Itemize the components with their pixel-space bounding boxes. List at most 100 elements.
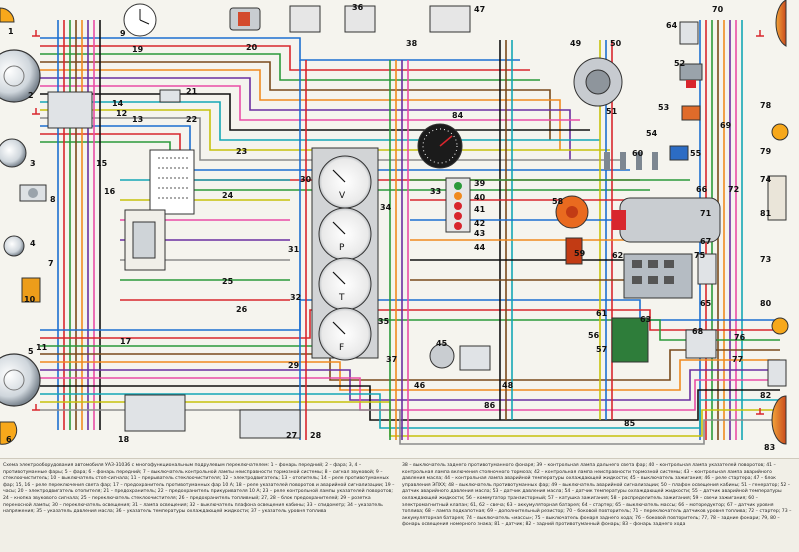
- component-number: 66: [696, 185, 708, 194]
- component-number: 7: [48, 259, 54, 268]
- component-number: 41: [474, 205, 486, 214]
- component-number: 33: [430, 187, 441, 196]
- component-number: 58: [552, 197, 564, 206]
- fuse-block: [124, 394, 186, 432]
- component-number: 9: [120, 29, 126, 38]
- component-number: 10: [24, 295, 36, 304]
- gauge-letter-p: P: [339, 243, 345, 253]
- component-number: 27: [286, 431, 297, 440]
- brake-switch: [21, 277, 41, 303]
- switch-block-37: [429, 5, 471, 33]
- component-number: 36: [352, 3, 364, 12]
- component-number: 3: [30, 159, 36, 168]
- component-number: 30: [300, 175, 312, 184]
- rear-lamp-upper: [775, 0, 787, 47]
- component-number: 51: [606, 107, 618, 116]
- component-number: 62: [612, 251, 623, 260]
- component-number: 57: [596, 345, 607, 354]
- relay-47: [679, 21, 699, 45]
- legend-text-right: 38 – выключатель заднего противотуманног…: [402, 463, 792, 528]
- component-number: 25: [222, 277, 234, 286]
- component-number: 44: [474, 243, 486, 252]
- ground-symbol: [32, 30, 764, 415]
- spark-plugs: [604, 152, 658, 170]
- component-number: 26: [236, 305, 248, 314]
- gauge-letter-f: F: [339, 343, 344, 353]
- component-number: 12: [116, 109, 127, 118]
- component-number: 35: [378, 317, 390, 326]
- legend-text-left: Схема электрооборудования автомобиля УАЗ…: [3, 463, 395, 515]
- component-number: 53: [658, 103, 669, 112]
- component-number: 46: [414, 381, 426, 390]
- component-number: 40: [474, 193, 486, 202]
- side-repeater-lower: [771, 317, 789, 335]
- component-number: 54: [646, 129, 658, 138]
- component-number: 38: [406, 39, 418, 48]
- side-repeater-upper: [771, 123, 789, 141]
- steering-column-switch: [124, 209, 166, 271]
- component-number: 65: [700, 299, 712, 308]
- component-number: 16: [104, 187, 116, 196]
- fog-lamp-4: [3, 235, 25, 257]
- wiring-schematic: V P T F: [0, 0, 789, 452]
- gauge-letter-t: T: [338, 293, 345, 303]
- component-number: 76: [734, 333, 746, 342]
- switch-block-36: [344, 5, 376, 33]
- fuse-panel: [149, 149, 195, 215]
- component-number: 5: [28, 347, 34, 356]
- component-number: 71: [700, 209, 712, 218]
- ignition-coil: [565, 237, 583, 265]
- component-number: 56: [588, 331, 600, 340]
- component-number: 64: [666, 21, 678, 30]
- component-number: 22: [186, 115, 197, 124]
- relay-21: [159, 89, 181, 103]
- component-number: 23: [236, 147, 247, 156]
- starter: [612, 197, 721, 243]
- component-number: 37: [386, 355, 397, 364]
- component-number: 67: [700, 237, 711, 246]
- component-number: 8: [50, 195, 56, 204]
- blue-sensor: [669, 145, 689, 161]
- front-lamp-6: [0, 421, 18, 445]
- component-number: 48: [502, 381, 514, 390]
- fuse-block-bottom: [239, 409, 301, 439]
- component-number: 47: [474, 5, 485, 14]
- heater-motor: [229, 7, 261, 31]
- component-number: 52: [674, 59, 685, 68]
- battery: [623, 253, 693, 299]
- oil-pressure-sensor: [679, 63, 703, 88]
- coolant-sensor: [681, 105, 701, 121]
- component-number: 2: [28, 91, 34, 100]
- component-number: 60: [632, 149, 644, 158]
- component-number: 19: [132, 45, 144, 54]
- instrument-cluster: V P T F: [311, 147, 379, 361]
- distributor: [555, 195, 589, 229]
- component-number: 4: [30, 239, 36, 248]
- component-number: 79: [760, 147, 772, 156]
- headlamp-5: [0, 353, 41, 407]
- switch-block-35: [289, 5, 321, 33]
- component-number: 45: [436, 339, 448, 348]
- headlamp-2: [0, 49, 41, 103]
- component-number: 85: [624, 419, 636, 428]
- component-number: 75: [694, 251, 706, 260]
- component-number: 86: [484, 401, 496, 410]
- fuel-gauge: F: [318, 307, 372, 361]
- component-number: 29: [288, 361, 300, 370]
- component-number: 1: [8, 27, 14, 36]
- temperature-gauge: T: [318, 257, 372, 311]
- front-lamp-1: [0, 7, 15, 23]
- component-number: 14: [112, 99, 124, 108]
- component-number: 74: [760, 175, 772, 184]
- fog-lamp-3: [0, 138, 27, 168]
- generator: [573, 57, 623, 107]
- voltmeter: V: [318, 155, 372, 209]
- component-number: 34: [380, 203, 392, 212]
- component-number: 83: [764, 443, 775, 452]
- clock: [123, 3, 157, 37]
- component-number: 11: [36, 343, 48, 352]
- relay-block: [47, 91, 93, 129]
- horn: [19, 184, 47, 202]
